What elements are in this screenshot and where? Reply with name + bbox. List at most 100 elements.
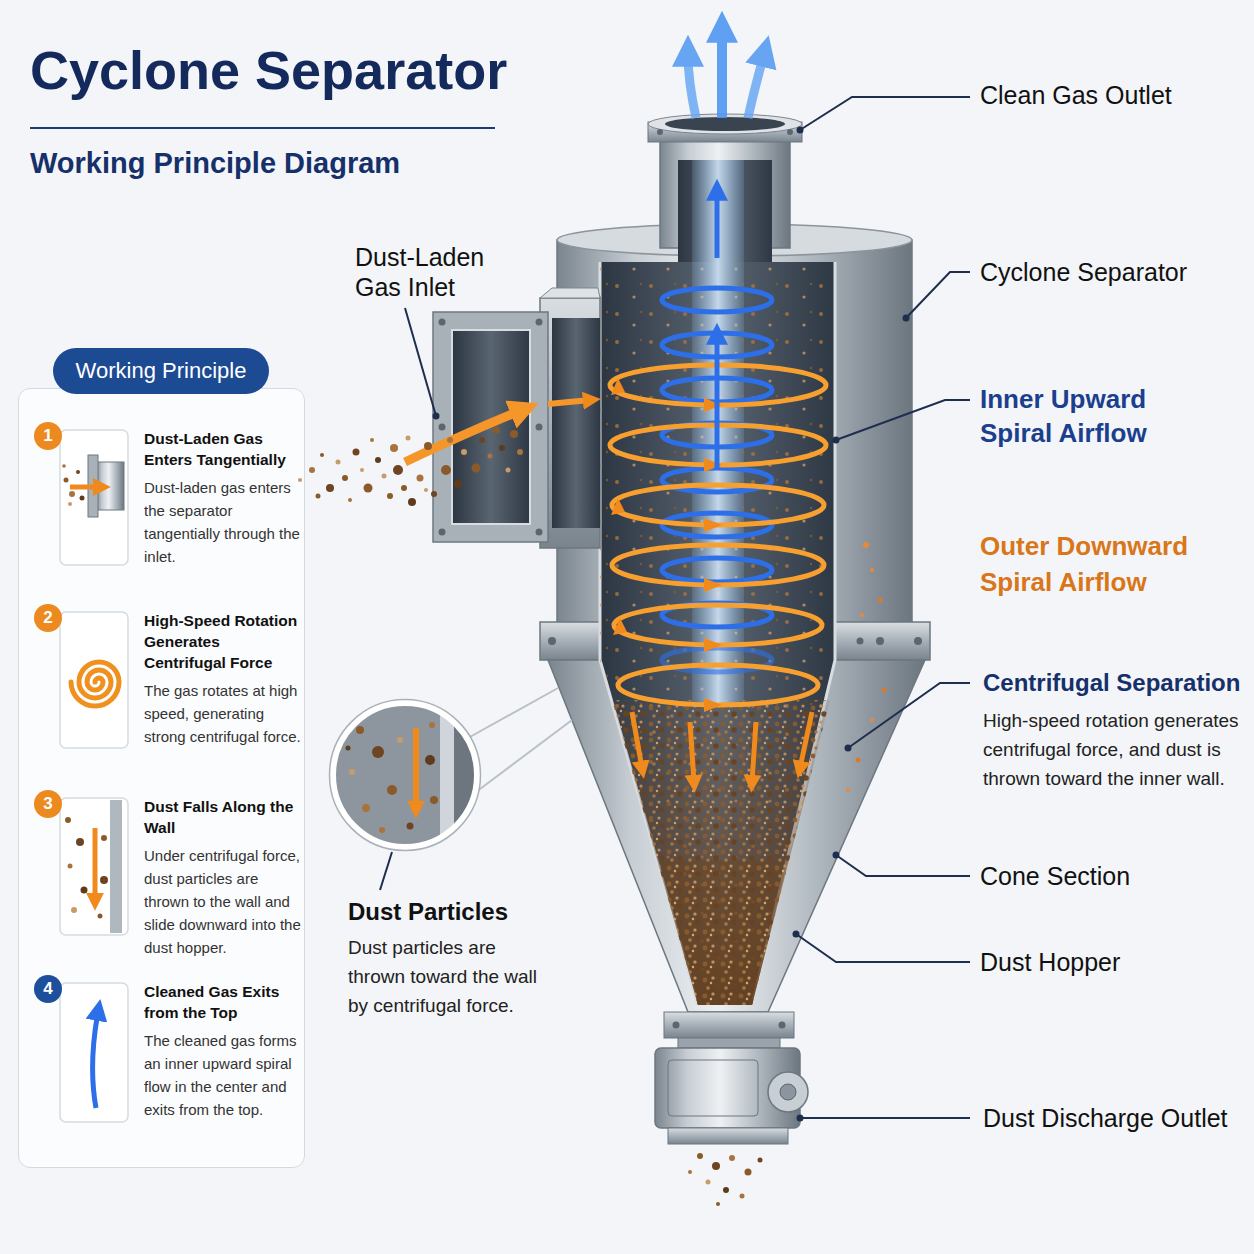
dust-stream xyxy=(375,457,381,463)
dust-stream xyxy=(447,437,453,443)
step-icon xyxy=(101,835,107,841)
label-holder: Dust Hopper xyxy=(980,947,1242,977)
dust-stream xyxy=(393,465,403,475)
dust-stream xyxy=(499,445,505,451)
bottom-valve xyxy=(780,1084,796,1100)
wall-particles xyxy=(846,788,850,792)
step-description: The cleaned gas forms an inner upward sp… xyxy=(144,1029,301,1121)
cone-section xyxy=(548,660,925,1012)
outlet-pipe xyxy=(657,129,663,135)
outer-downward-flow xyxy=(613,618,627,635)
leader-line xyxy=(906,272,970,318)
leader-line xyxy=(848,683,970,748)
wall-particles xyxy=(863,542,869,548)
note-text: High-speed rotation generates centrifuga… xyxy=(983,706,1245,793)
label-holder: Outer Downward Spiral Airflow xyxy=(980,528,1215,600)
magnifier-inset xyxy=(379,827,385,833)
callout-number: 4 xyxy=(34,975,62,1003)
dust-stream xyxy=(387,493,393,499)
step-icon xyxy=(76,470,80,474)
title-rule xyxy=(30,128,495,129)
leader-dot xyxy=(797,1115,804,1122)
bottom-valve xyxy=(673,1022,680,1029)
wall-particles xyxy=(870,718,874,722)
part-label: Cone Section xyxy=(980,861,1242,891)
outer-downward-flow xyxy=(704,698,722,712)
flange-ring xyxy=(876,637,884,645)
outer-downward-flow xyxy=(614,605,822,645)
step-icon xyxy=(71,907,77,913)
inlet-duct xyxy=(439,529,446,536)
step-icon xyxy=(98,914,103,919)
bottom-valve xyxy=(745,1169,752,1176)
dust-stream xyxy=(441,465,451,475)
wall-particles xyxy=(878,598,883,603)
outer-downward-flow xyxy=(611,498,625,515)
step-heading: Dust-Laden Gas Enters Tangentially xyxy=(144,428,301,470)
magnifier-inset xyxy=(362,804,370,812)
step-icon xyxy=(76,838,84,846)
step-box: 3Dust Falls Along the WallUnder centrifu… xyxy=(29,790,301,961)
label-holder: Cone Section xyxy=(980,861,1242,891)
bottom-valve xyxy=(697,1153,703,1159)
magnifier-inset xyxy=(476,720,572,792)
wall-particles xyxy=(846,542,887,792)
clean-gas-arrows xyxy=(688,30,764,118)
dust-pile xyxy=(612,700,830,1005)
step-heading: High-Speed Rotation Generates Centrifuga… xyxy=(144,610,301,673)
callout-number: 1 xyxy=(34,422,62,450)
step-heading: Cleaned Gas Exits from the Top xyxy=(144,981,301,1023)
bottom-valve xyxy=(768,1072,808,1112)
flange-ring xyxy=(857,638,864,645)
dust-pile xyxy=(612,700,830,1005)
dust-stream xyxy=(461,449,467,455)
dust-stream xyxy=(298,478,302,482)
step-icon xyxy=(80,496,85,501)
bottom-valve xyxy=(740,1194,745,1199)
dust-stream xyxy=(406,436,411,441)
step-icon xyxy=(60,983,128,1122)
dust-stream xyxy=(479,437,485,443)
dust-stream xyxy=(424,488,428,492)
step-text-column: Dust-Laden Gas Enters TangentiallyDust-l… xyxy=(144,428,301,568)
step-text-column: Dust Falls Along the WallUnder centrifug… xyxy=(144,796,301,959)
step-icon xyxy=(93,828,98,900)
label-holder: Dust-Laden Gas Inlet xyxy=(355,242,505,302)
outer-downward-flow xyxy=(618,665,818,705)
dust-stream xyxy=(417,475,424,482)
magnifier-inset xyxy=(333,703,477,847)
clean-gas-arrows xyxy=(748,54,764,118)
leader-dot xyxy=(433,413,440,420)
step-icon xyxy=(62,464,66,468)
dust-pile xyxy=(660,860,788,1005)
bottom-valve xyxy=(668,1060,758,1116)
bottom-valve xyxy=(779,1022,786,1029)
magnifier-inset xyxy=(346,746,351,751)
inner-upward-flow xyxy=(662,160,772,705)
flow-label: Inner Upward Spiral Airflow xyxy=(980,382,1215,450)
step-icon xyxy=(60,798,128,935)
dust-stream xyxy=(408,498,416,506)
note-heading: Dust Particles xyxy=(348,897,553,927)
dust-stream xyxy=(510,430,518,438)
dust-stream xyxy=(342,475,348,481)
outer-downward-flow xyxy=(611,378,625,395)
inlet-duct xyxy=(552,318,600,528)
dust-stream xyxy=(316,494,321,499)
principle-panel: Working Principle1Dust-Laden Gas Enters … xyxy=(18,388,305,1168)
inlet-duct xyxy=(540,288,600,298)
dust-stream xyxy=(348,498,352,502)
magnifier-inset xyxy=(397,737,403,743)
dust-stream xyxy=(472,464,481,473)
inlet-duct xyxy=(405,410,522,462)
inner-upward-flow xyxy=(662,558,772,582)
magnifier-inset xyxy=(429,722,435,728)
magnifier-inset xyxy=(413,728,419,808)
inlet-duct xyxy=(405,288,600,548)
bottom-valve xyxy=(712,1162,720,1170)
label-holder: Dust Particles xyxy=(348,897,553,927)
inlet-duct xyxy=(548,400,590,404)
panel-ground xyxy=(18,388,305,1168)
flow-label: Outer Downward Spiral Airflow xyxy=(980,528,1215,600)
